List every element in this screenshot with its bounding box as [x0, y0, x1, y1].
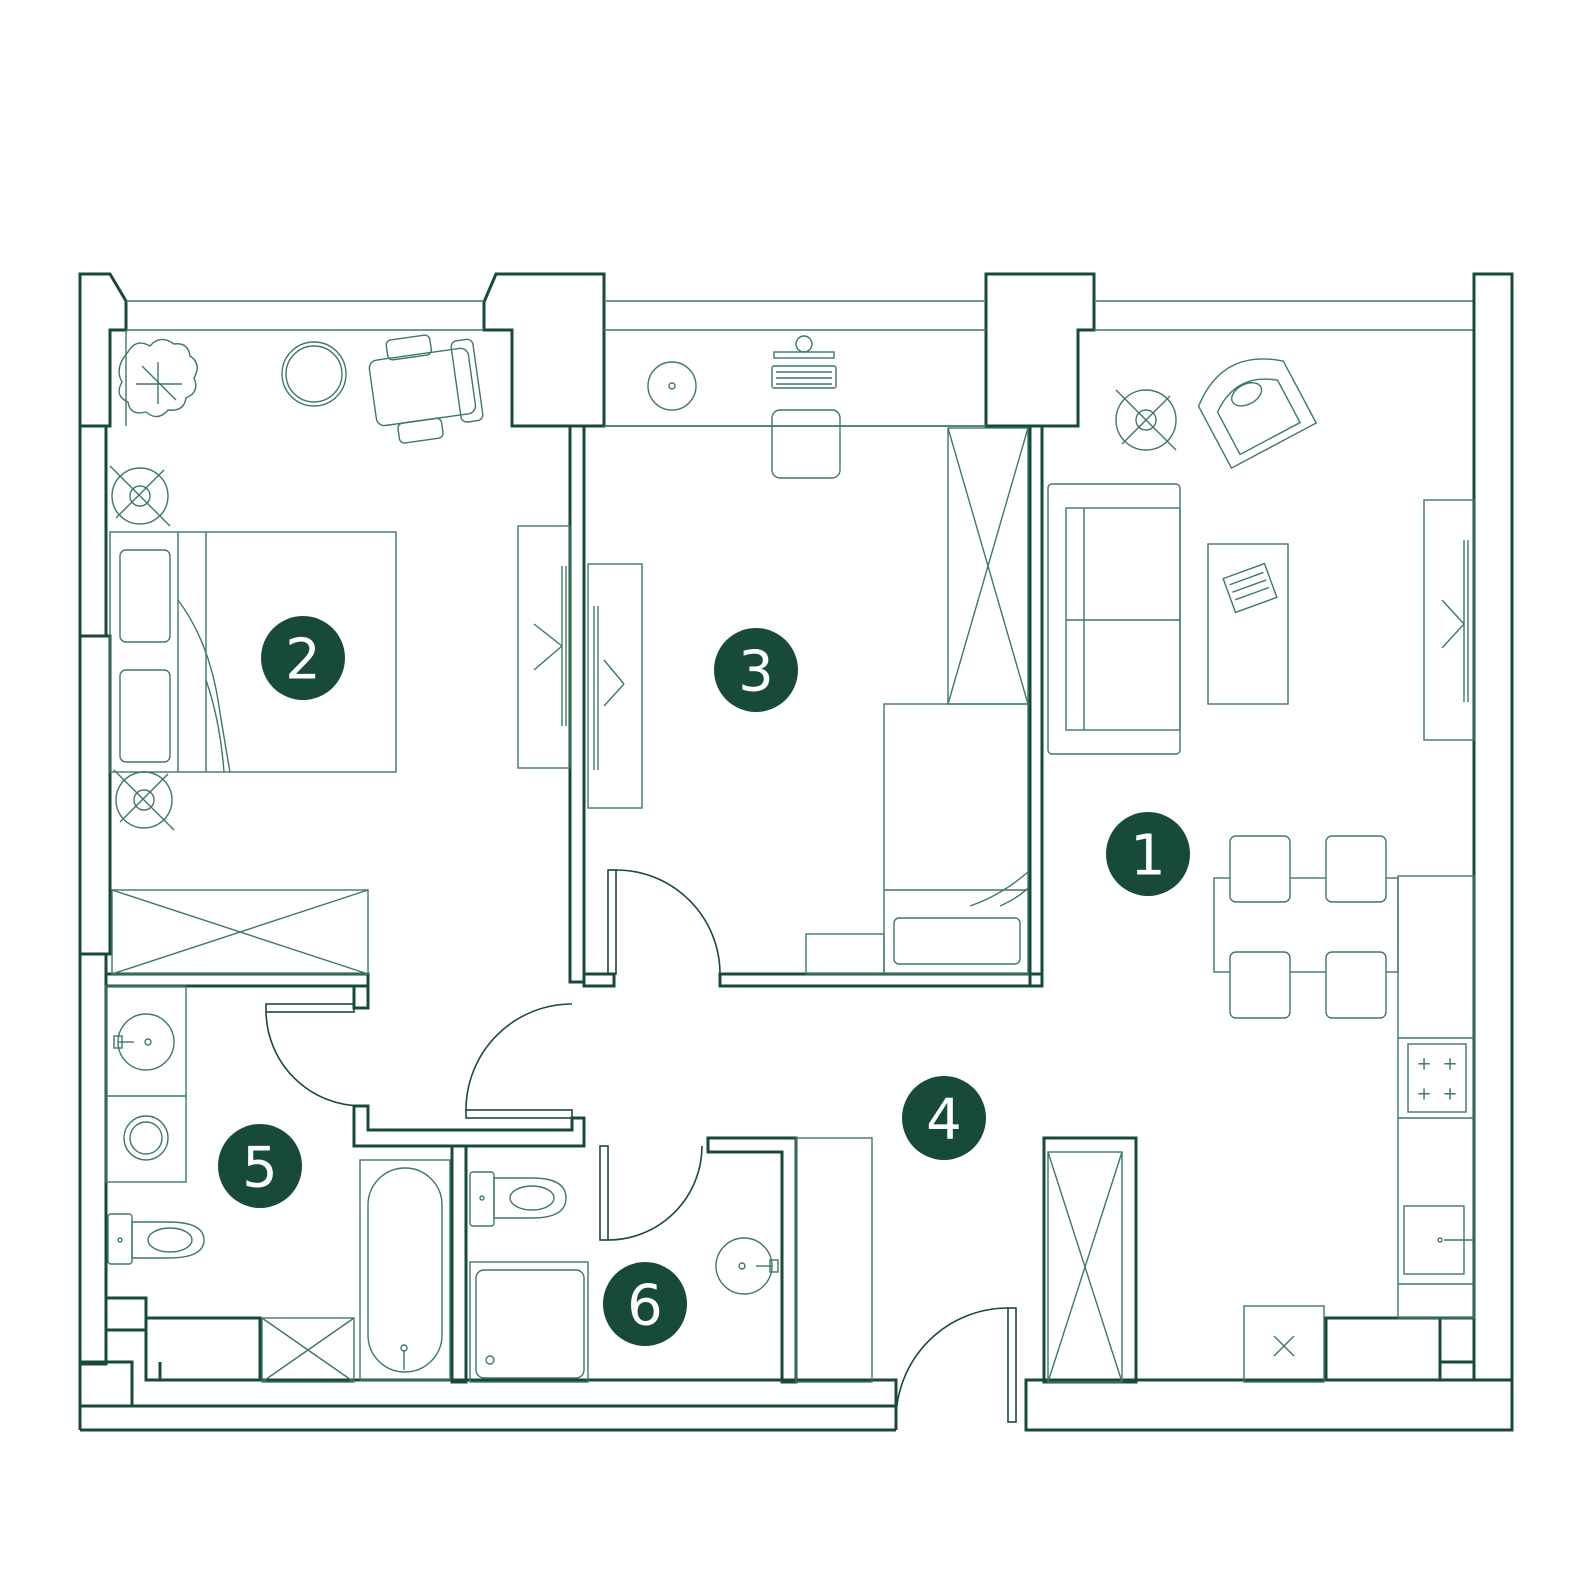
entry-furniture: [795, 1137, 1123, 1383]
bathtub-icon: [359, 1159, 451, 1381]
bathroom5-fixtures: [105, 985, 451, 1383]
coffee-table: [1207, 543, 1289, 705]
room-number-5: 5: [242, 1136, 278, 1201]
door-room3[interactable]: [607, 869, 721, 975]
sink-icon: [715, 1237, 779, 1295]
door-room2[interactable]: [265, 1003, 363, 1107]
room-number-3: 3: [738, 640, 774, 705]
wall-room2-room3: [568, 424, 586, 984]
wall-room2-bottom: [104, 972, 370, 988]
svg-text:+: +: [1442, 1084, 1457, 1105]
top-pillar-left: [482, 272, 606, 428]
toilet-icon: [107, 1213, 205, 1265]
tv-unit: [517, 525, 571, 769]
wall-room6-right: [706, 1136, 798, 1384]
room-number-4: 4: [926, 1088, 962, 1153]
round-table: [281, 341, 347, 407]
cabinet-right-bottom: [1324, 1316, 1442, 1382]
armchair-icon: [368, 334, 484, 444]
lamp-icon: [109, 465, 171, 527]
dining-chair: [1325, 951, 1387, 1019]
dining-chair: [1229, 951, 1291, 1019]
room-number-6: 6: [627, 1274, 663, 1339]
wall-bath-top: [352, 1104, 586, 1148]
stove-icon: [1407, 1043, 1467, 1113]
room-badge-3: 3: [714, 628, 798, 712]
laptop-icon: [1222, 562, 1278, 614]
interior-walls: [104, 424, 1476, 1384]
door-entry[interactable]: [895, 1307, 1017, 1423]
room2-furniture: [109, 334, 571, 975]
outer-walls: [78, 272, 1514, 1432]
sink-icon: [113, 1013, 175, 1071]
wall-room3-bottom: [718, 972, 1044, 988]
keyboard-icon: [771, 365, 837, 389]
room1-furniture: + + + +: [1047, 358, 1475, 1383]
double-bed: [109, 531, 397, 773]
wall-room2-bottom-stub: [352, 984, 370, 1010]
nightstand: [805, 933, 885, 975]
tv-unit: [1423, 499, 1475, 741]
hall-shelf: [795, 1137, 873, 1383]
desk-chair: [771, 409, 841, 479]
dining-chair: [1229, 835, 1291, 903]
pillow: [893, 917, 1021, 965]
top-pillar-right: [984, 272, 1096, 428]
storage-box: [261, 1317, 355, 1383]
room-number-2: 2: [285, 628, 321, 693]
dining-chair: [1325, 835, 1387, 903]
desk-lamp-icon: [647, 361, 697, 411]
pillow: [119, 669, 171, 763]
room-badge-1: 1: [1106, 812, 1190, 896]
wall-room3-bottom-stub: [582, 972, 616, 988]
cabinet-left-bottom: [144, 1316, 262, 1382]
bottom-wall-right: [1024, 1378, 1514, 1432]
room-badge-2: 2: [261, 616, 345, 700]
svg-text:+: +: [1442, 1054, 1457, 1075]
dining-set: [1213, 835, 1399, 1019]
kitchen-counter: + + + +: [1397, 875, 1475, 1319]
right-wall: [1472, 272, 1514, 1382]
svg-text:+: +: [1416, 1084, 1431, 1105]
lamp-icon: [1115, 389, 1177, 451]
left-wall-segment-b: [78, 952, 108, 1366]
wall-bottom-left-stub: [104, 1296, 148, 1332]
wall-room3-right: [1028, 424, 1044, 988]
door-bath5[interactable]: [465, 1003, 573, 1119]
wall-bath5-bath6: [450, 1144, 468, 1384]
shower-tray-icon: [469, 1261, 589, 1383]
computer-icon: [771, 335, 837, 389]
sofa: [1047, 483, 1181, 755]
wardrobe: [111, 889, 369, 975]
armchair-icon: [1197, 358, 1318, 470]
wardrobe: [947, 427, 1029, 705]
room-badge-4: 4: [902, 1076, 986, 1160]
single-bed: [805, 703, 1029, 975]
room-badge-5: 5: [218, 1124, 302, 1208]
door-bath6[interactable]: [599, 1145, 703, 1241]
bathroom6-fixtures: [469, 1171, 779, 1383]
entry-closet: [1047, 1151, 1123, 1383]
left-wall-window: [78, 634, 112, 956]
doors: [265, 869, 1017, 1423]
fridge: [1243, 1305, 1325, 1383]
left-wall-foot: [78, 1360, 134, 1408]
svg-text:+: +: [1416, 1054, 1431, 1075]
room-badge-6: 6: [603, 1262, 687, 1346]
left-wall-top: [78, 272, 128, 428]
plant-icon: [118, 338, 198, 418]
closet-panel: [587, 563, 643, 809]
cabinet-right-small: [1438, 1316, 1476, 1364]
pillow: [119, 549, 171, 643]
lamp-icon: [113, 769, 175, 831]
room-number-1: 1: [1130, 824, 1166, 889]
washing-machine-icon: [123, 1115, 169, 1161]
room3-furniture: [587, 335, 1029, 975]
toilet-icon: [469, 1171, 567, 1227]
left-wall-segment-a: [78, 424, 108, 638]
bottom-wall-left: [80, 1362, 898, 1408]
